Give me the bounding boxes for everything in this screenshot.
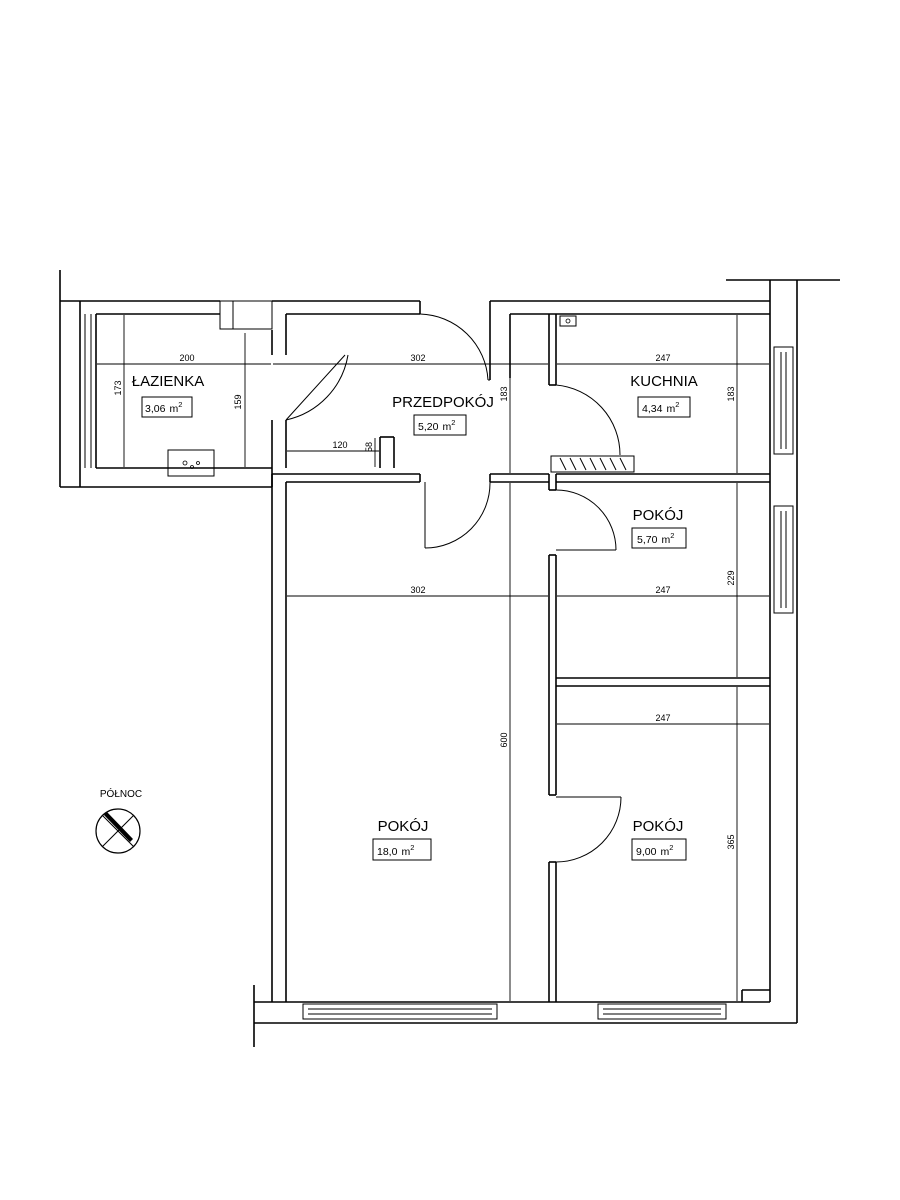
dimension-lines xyxy=(97,315,769,1001)
dim-kitchen-width: 247 xyxy=(655,353,670,363)
room-name-small: POKÓJ xyxy=(633,507,684,524)
dim-large-room-width: 302 xyxy=(410,585,425,595)
dim-kitchen-height: 183 xyxy=(726,386,736,401)
room-name-medium: POKÓJ xyxy=(633,818,684,835)
dim-bathroom-inner-height: 159 xyxy=(233,394,243,409)
dim-bathroom-height: 173 xyxy=(113,380,123,395)
bathroom-sink-icon xyxy=(167,449,215,477)
dim-niche-width: 120 xyxy=(332,440,347,450)
dim-small-room-width: 247 xyxy=(655,585,670,595)
dim-small-room-height: 229 xyxy=(726,570,736,585)
area-box-bathroom xyxy=(141,396,193,418)
area-box-hallway xyxy=(413,414,467,436)
room-name-kitchen: KUCHNIA xyxy=(630,373,698,390)
room-name-large: POKÓJ xyxy=(378,818,429,835)
compass: PÓŁNOC xyxy=(95,787,142,854)
dim-medium-room-height: 365 xyxy=(726,834,736,849)
room-name-bathroom: ŁAZIENKA xyxy=(132,373,205,390)
walls xyxy=(59,270,840,1047)
entrance-door-swing xyxy=(419,313,489,381)
dimension-labels: 200 173 159 302 183 120 58 247 183 302 6… xyxy=(113,353,736,850)
bathroom-door-swing xyxy=(285,354,349,421)
area-box-large xyxy=(372,838,432,861)
dim-medium-room-width: 247 xyxy=(655,713,670,723)
bathroom-door xyxy=(285,354,346,421)
area-box-kitchen xyxy=(637,396,691,418)
dim-bathroom-width: 200 xyxy=(179,353,194,363)
medium-room-door-swing xyxy=(555,796,622,863)
dim-hallway-height: 183 xyxy=(499,386,509,401)
doors xyxy=(285,301,622,863)
dim-hallway-width: 302 xyxy=(410,353,425,363)
small-room-door-swing xyxy=(555,489,617,551)
area-box-medium xyxy=(631,838,687,861)
room-name-hallway: PRZEDPOKÓJ xyxy=(392,394,494,411)
dim-niche-depth: 58 xyxy=(364,442,374,452)
kitchen-meter-icon xyxy=(559,315,577,327)
kitchen-door-swing xyxy=(555,384,621,456)
fixtures xyxy=(167,315,635,477)
large-room-door-swing xyxy=(424,481,491,549)
compass-label: PÓŁNOC xyxy=(100,787,142,800)
radiator-icon xyxy=(550,455,635,473)
north-arrow-icon xyxy=(95,808,141,854)
area-box-small xyxy=(631,527,687,549)
dim-large-room-height: 600 xyxy=(499,732,509,747)
